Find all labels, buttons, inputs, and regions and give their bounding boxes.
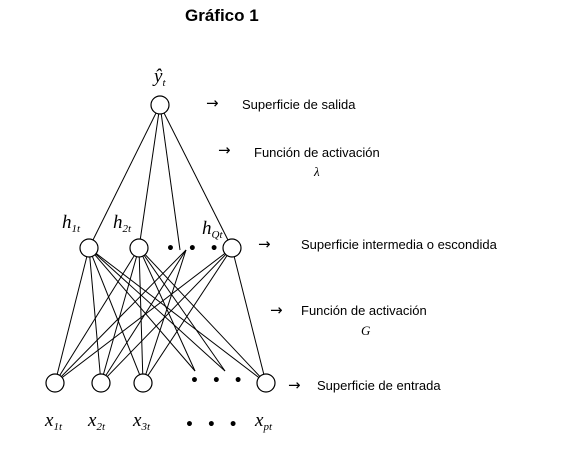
edge-hidden-input (100, 247, 233, 384)
edge-output-hidden (159, 104, 181, 251)
input-var-1: x1t (45, 410, 62, 433)
edge-output-hidden (88, 104, 161, 249)
edge-output-hidden (159, 104, 233, 249)
hidden-node-ellipsis: • • • (166, 241, 223, 257)
input-var-2: x2t (88, 410, 105, 433)
activation-function-label-1: Función de activación (254, 145, 380, 160)
edge-hidden-input (54, 247, 90, 384)
figure-title: Gráfico 1 (185, 6, 259, 25)
edge-hidden-input (138, 247, 226, 372)
arrow-icon: → (218, 141, 231, 159)
input-surface-label: Superficie de entrada (317, 378, 441, 393)
hidden-var-2: h2t (113, 212, 132, 235)
edge-hidden-input (100, 247, 140, 384)
lambda-symbol: λ (314, 164, 320, 179)
edge-hidden-input (100, 249, 187, 384)
connections (54, 104, 267, 384)
output-variable: ŷt (154, 66, 166, 89)
edge-hidden-input (138, 247, 196, 372)
edge-hidden-input (231, 247, 267, 384)
input-neuron (91, 373, 111, 393)
edge-hidden-input (54, 247, 140, 384)
arrow-icon: → (270, 301, 283, 319)
hidden-neuron (222, 238, 242, 258)
input-var-3: x3t (133, 410, 150, 433)
arrow-icon: → (288, 376, 301, 394)
input-node-ellipsis: • • • (190, 373, 247, 389)
input-var-ellipsis: • • • (185, 417, 242, 433)
edge-hidden-input (88, 247, 196, 372)
neurons (45, 95, 276, 393)
edge-hidden-input (88, 247, 102, 384)
arrow-icon: → (206, 94, 219, 112)
activation-function-label-2: Función de activación (301, 303, 427, 318)
g-symbol: G (361, 323, 371, 338)
hidden-neuron (79, 238, 99, 258)
input-neuron (256, 373, 276, 393)
edge-hidden-input (138, 247, 267, 384)
input-neuron (133, 373, 153, 393)
hidden-var-1: h1t (62, 212, 81, 235)
input-neuron (45, 373, 65, 393)
edge-hidden-input (88, 247, 144, 384)
edge-hidden-input (88, 247, 226, 372)
hidden-neuron (129, 238, 149, 258)
edge-hidden-input (54, 249, 187, 384)
edge-hidden-input (138, 247, 144, 384)
edge-output-hidden (138, 104, 161, 249)
output-surface-label: Superficie de salida (242, 97, 356, 112)
input-var-p: xpt (255, 410, 272, 433)
edge-hidden-input (54, 247, 233, 384)
arrow-icon: → (258, 235, 271, 253)
hidden-surface-label: Superficie intermedia o escondida (301, 237, 497, 252)
edge-hidden-input (88, 247, 267, 384)
output-neuron (150, 95, 170, 115)
edge-hidden-input (142, 247, 233, 384)
hidden-var-q: hQt (202, 218, 223, 241)
